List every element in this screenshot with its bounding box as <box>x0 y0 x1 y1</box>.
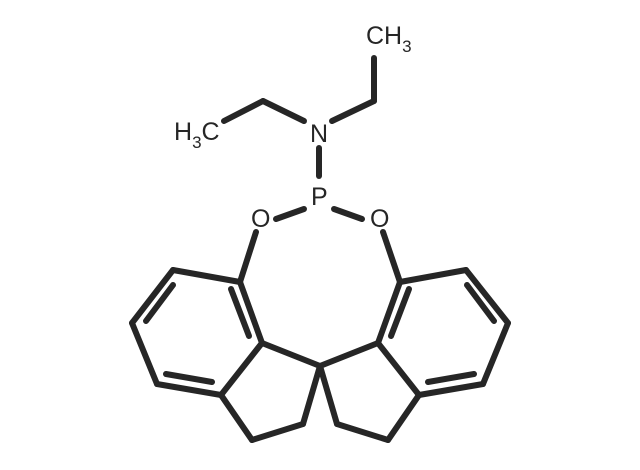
atom-phosphorus: P <box>311 183 328 211</box>
bond-right-ring-5 <box>375 340 422 398</box>
bond-right-ring-1 <box>397 267 469 285</box>
bond-spiro-right <box>317 340 381 369</box>
atom-ch3-top: CH3 <box>366 22 412 56</box>
bond-right-ring-6 <box>375 279 403 346</box>
bond-right-cp-1 <box>385 392 422 443</box>
bond-right-ring-inner-3 <box>388 286 412 339</box>
bond-right-ring-4 <box>416 381 486 398</box>
bond-left-ring-inner-2 <box>163 371 215 385</box>
bond-left-ring-inner-3 <box>228 286 252 339</box>
bond-ch2-n-left <box>260 98 307 124</box>
bond-left-ring-6 <box>237 279 265 346</box>
atom-ch3-left: H3C <box>174 118 220 152</box>
bond-left-ring-3 <box>129 320 160 387</box>
bond-left-ring-1 <box>170 267 243 285</box>
bond-left-ring-2 <box>129 267 176 326</box>
bond-left-cp-2 <box>249 421 306 443</box>
bonds <box>129 55 511 443</box>
bond-right-cp-3 <box>317 363 340 427</box>
atom-ch3-left-c: C <box>202 118 220 146</box>
bond-left-ring-inner-1 <box>143 282 176 324</box>
bond-right-cp-2 <box>334 421 391 443</box>
bond-right-ring-inner-2 <box>425 371 477 385</box>
bond-left-cp-3 <box>300 363 323 427</box>
bond-p-o-left <box>273 206 307 222</box>
bond-ch3left-ch2 <box>221 98 266 124</box>
bond-spiro-left <box>259 340 323 369</box>
atom-oxygen-left: O <box>251 205 270 233</box>
bond-right-ring-3 <box>480 320 511 387</box>
bond-right-ring-inner-1 <box>464 282 497 324</box>
atom-ch3-top-main: CH <box>366 22 402 50</box>
bond-left-ring-5 <box>218 340 265 398</box>
bond-p-o-right <box>331 206 365 222</box>
atom-labels: CH3 H3C N P O O <box>174 22 412 233</box>
bond-ch2-n-right <box>329 98 377 124</box>
bond-left-cp-1 <box>218 392 255 443</box>
atom-ch3-left-h: H <box>174 118 192 146</box>
bond-o-right-ring <box>380 229 403 285</box>
atom-nitrogen: N <box>310 120 328 148</box>
bond-left-ring-4 <box>154 381 224 398</box>
atom-ch3-left-sub: 3 <box>192 133 201 152</box>
atom-oxygen-right: O <box>370 205 389 233</box>
atom-ch3-top-sub: 3 <box>402 37 411 56</box>
bond-o-left-ring <box>237 229 259 285</box>
bond-right-ring-2 <box>463 267 511 326</box>
